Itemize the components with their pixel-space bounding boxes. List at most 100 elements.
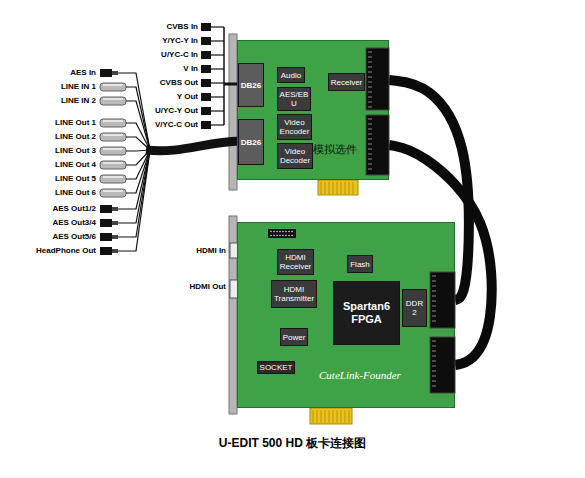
connector-pin (432, 376, 436, 377)
aes-chip: AES/EB U (277, 87, 311, 111)
chip-label: Spartan6 FPGA (334, 300, 399, 326)
chip-label: Video Decoder (278, 147, 312, 165)
encoder-chip: Video Encoder (277, 114, 312, 140)
signal-name: LINE IN 1 (61, 82, 96, 92)
connector-pin (368, 119, 372, 120)
header-pin (285, 231, 287, 233)
connector-pin (432, 316, 436, 317)
header-pin (282, 235, 284, 237)
wire (211, 68, 224, 69)
signal-name: U/YC-Y Out (155, 106, 198, 116)
xlr-plug (100, 247, 112, 255)
signal-name: HDMI Out (190, 282, 226, 292)
bnc-jack (201, 93, 211, 101)
finger-stroke (317, 410, 318, 423)
connector-pin (432, 306, 436, 307)
plug-highlight (103, 84, 123, 86)
xlr-plug (100, 69, 112, 77)
signal-name: V/YC-C Out (155, 120, 198, 130)
header-pin (279, 231, 281, 233)
signal-name: LINE Out 4 (55, 160, 96, 170)
metal-bracket (229, 34, 237, 190)
finger-stroke (333, 410, 334, 423)
hdmi-transmitter-chip: HDMI Transmitter (271, 280, 317, 308)
header-pin (276, 231, 278, 233)
board-label: CuteLink-Founder (319, 369, 401, 382)
connector-pin (432, 381, 436, 382)
finger-stroke (349, 182, 350, 194)
ribbon-connector (430, 272, 455, 328)
bnc-jack (201, 37, 211, 45)
plug-highlight (103, 190, 123, 192)
chip-label: Receiver (331, 78, 363, 87)
connector-pin (432, 321, 436, 322)
wire (118, 150, 150, 237)
wire (211, 110, 224, 111)
chip-label: HDMI Receiver (278, 253, 313, 271)
header-pin (273, 235, 275, 237)
connector-pin (432, 286, 436, 287)
ddr-chip: DDR 2 (402, 289, 427, 327)
finger-stroke (325, 410, 326, 423)
receiver-chip: Receiver (328, 73, 365, 91)
connector-pin (368, 77, 372, 78)
finger-stroke (337, 182, 338, 194)
audio-chip: Audio (277, 67, 305, 83)
db26-connector: DB26 (238, 119, 264, 165)
connector-pin (432, 276, 436, 277)
connector-pin (368, 92, 372, 93)
power-chip: Power (280, 328, 308, 346)
chip-label: Flash (350, 260, 370, 269)
header-pin (291, 235, 293, 237)
chip-label: Video Encoder (278, 118, 311, 136)
connector-pin (368, 62, 372, 63)
plug-highlight (103, 120, 123, 122)
signal-name: LINE IN 2 (61, 96, 96, 106)
connector-pin (368, 82, 372, 83)
connector-pin (432, 341, 436, 342)
signal-name: LINE Out 6 (55, 188, 96, 198)
connector-pin (368, 124, 372, 125)
rca-plug (100, 175, 126, 183)
bnc-jack (201, 121, 211, 129)
caption: U-EDIT 500 HD 板卡连接图 (0, 436, 585, 451)
pin-header (268, 229, 296, 238)
rca-plug (100, 119, 126, 127)
connector-pin (368, 102, 372, 103)
wire (211, 124, 224, 125)
header-pin (291, 231, 293, 233)
finger-stroke (321, 182, 322, 194)
header-pin (270, 231, 272, 233)
plug-neck (112, 71, 118, 75)
wire (211, 26, 224, 27)
wire (211, 96, 224, 97)
signal-name: V In (183, 64, 198, 74)
connector-pin (368, 134, 372, 135)
socket: SOCKET (257, 361, 295, 374)
header-pin (285, 235, 287, 237)
connector-pin (368, 107, 372, 108)
rca-plug (100, 97, 126, 105)
xlr-plug (100, 233, 112, 241)
hdmi-receiver-chip: HDMI Receiver (277, 249, 314, 275)
xlr-plug (100, 219, 112, 227)
connector-pin (368, 169, 372, 170)
board-label: 模拟选件 (313, 143, 357, 156)
signal-name: Y Out (177, 92, 198, 102)
plug-highlight (103, 162, 123, 164)
signal-name: AES In (70, 68, 96, 78)
plug-highlight (103, 176, 123, 178)
plug-neck (112, 249, 118, 253)
chip-label: AES/EB U (278, 90, 310, 108)
db26-connector: DB26 (238, 63, 264, 107)
finger-stroke (325, 182, 326, 194)
wire (126, 123, 150, 150)
finger-stroke (345, 182, 346, 194)
wire (118, 150, 150, 251)
finger-stroke (341, 410, 342, 423)
chip-label: Power (283, 333, 306, 342)
connector-pin (432, 296, 436, 297)
connector-pin (368, 67, 372, 68)
wire (211, 54, 224, 55)
